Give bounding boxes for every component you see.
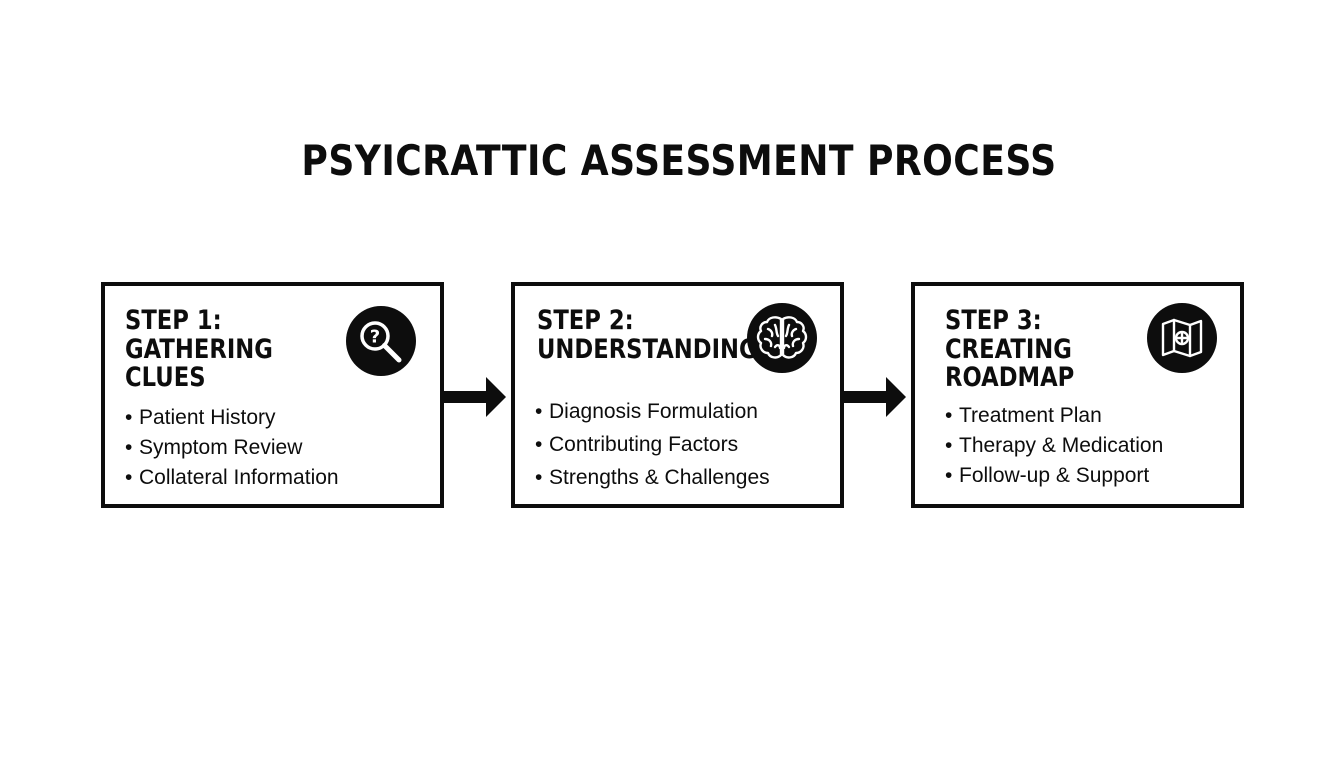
step-3-box: STEP 3: CREATING ROADMAP Treatment Plan …: [911, 282, 1244, 508]
step-1-heading-line: GATHERING: [125, 333, 273, 365]
arrow-right-icon: [840, 377, 906, 417]
step-3-heading-line: CREATING: [945, 333, 1072, 365]
step-1-heading-line: STEP 1:: [125, 305, 222, 336]
step-3-heading-line: ROADMAP: [945, 362, 1075, 393]
list-item: Treatment Plan: [945, 401, 1163, 431]
step-3-heading: STEP 3: CREATING ROADMAP: [945, 305, 1075, 393]
step-3-heading-line: STEP 3:: [945, 305, 1042, 336]
step-2-box: STEP 2: UNDERSTANDING Diagnosis Formulat…: [511, 282, 844, 508]
list-item: Therapy & Medication: [945, 431, 1163, 461]
magnifier-question-icon-graphic: ?: [360, 321, 402, 363]
step-2-heading: STEP 2: UNDERSTANDING: [537, 305, 758, 365]
list-item: Contributing Factors: [535, 428, 770, 461]
list-item: Collateral Information: [125, 463, 339, 493]
magnifier-question-icon: ?: [346, 306, 416, 376]
step-1-bullet-list: Patient History Symptom Review Collatera…: [125, 403, 339, 493]
list-item: Follow-up & Support: [945, 461, 1163, 491]
brain-icon-graphic: [756, 316, 808, 359]
arrow-right-icon: [440, 377, 506, 417]
step-2-heading-line: STEP 2:: [537, 305, 634, 336]
list-item: Symptom Review: [125, 433, 339, 463]
map-icon-graphic: [1161, 318, 1203, 358]
step-2-heading-line: UNDERSTANDING: [537, 333, 758, 365]
step-1-box: STEP 1: GATHERING CLUES ? Patient Histor…: [101, 282, 444, 508]
page-title: PSYICRATTIC ASSESSMENT PROCESS: [301, 136, 1057, 185]
brain-icon: [747, 303, 817, 373]
svg-text:?: ?: [370, 327, 380, 348]
list-item: Strengths & Challenges: [535, 461, 770, 494]
list-item: Patient History: [125, 403, 339, 433]
step-1-heading-line: CLUES: [125, 362, 206, 393]
step-2-bullet-list: Diagnosis Formulation Contributing Facto…: [535, 395, 770, 494]
map-icon: [1147, 303, 1217, 373]
step-3-bullet-list: Treatment Plan Therapy & Medication Foll…: [945, 401, 1163, 491]
step-1-heading: STEP 1: GATHERING CLUES: [125, 305, 273, 393]
list-item: Diagnosis Formulation: [535, 395, 770, 428]
